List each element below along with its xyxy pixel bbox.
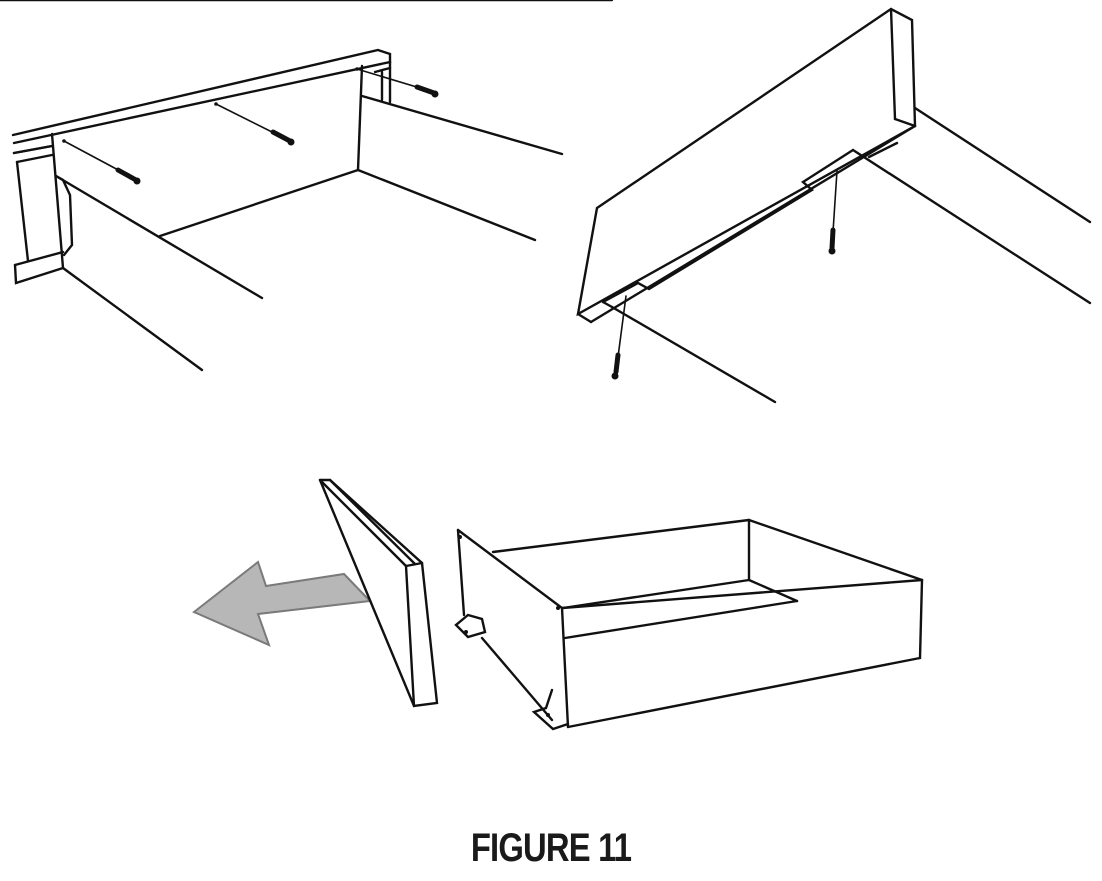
panel-drawer-front-bottom-screws [0,0,1092,404]
screw-hole-icon [556,606,560,610]
screw-icon [611,295,627,380]
screw-icon [828,170,838,255]
screw-icon [62,139,141,185]
panel-drawer-front-interior-screws [11,48,564,372]
screw-hole-icon [464,630,468,634]
panel-drawer-front-removal [192,478,924,731]
arrow-left-icon [192,560,373,647]
figure-caption: FIGURE 11 [470,826,632,870]
screw-icon [355,67,439,98]
screw-hole-icon [546,713,550,717]
screw-hole-icon [458,535,462,539]
screw-icon [214,102,295,146]
